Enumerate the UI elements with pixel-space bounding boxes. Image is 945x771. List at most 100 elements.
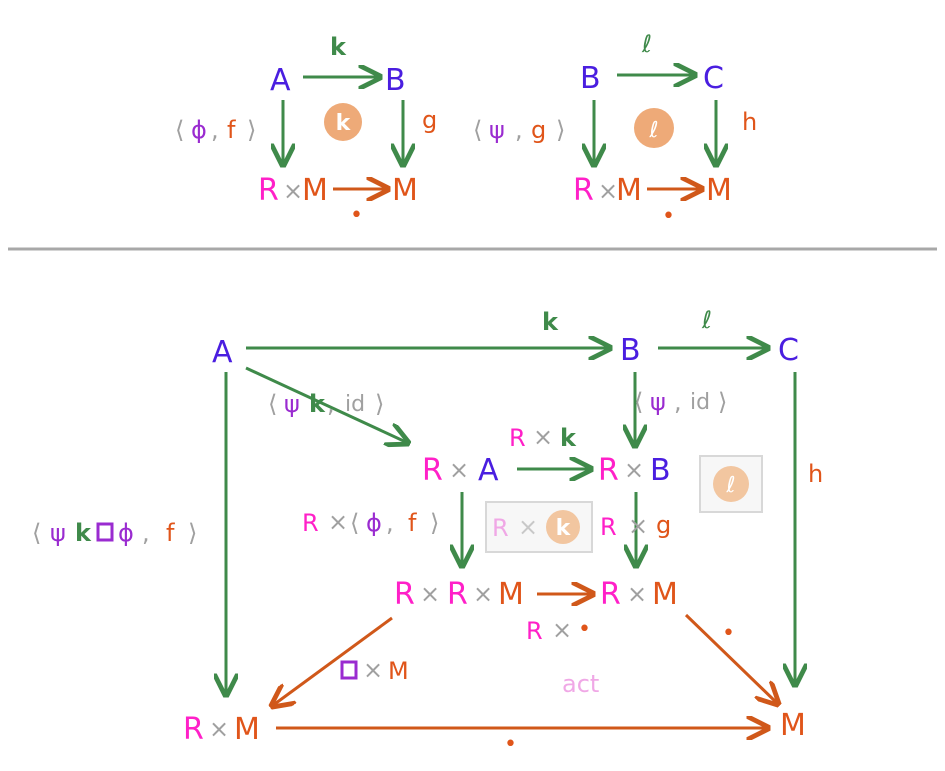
label-Rxg: R × g [600,511,671,541]
object-M: M [498,577,524,612]
object-R: R [600,577,621,612]
cell-label-l: ℓ [725,473,735,498]
arrow-psik-id [245,366,408,443]
pair-close: ⟩ [556,116,565,144]
object-R1: R [394,577,415,612]
action-dot: • [722,621,735,646]
object-A: A [270,63,291,98]
label-Rxk: R × k [509,423,577,452]
top-left-square: A B k ⟨ ϕ , f ⟩ g k R × M M • [175,33,437,228]
label-k: k [309,390,326,418]
label-id: id [345,392,365,417]
object-M: M [652,577,678,612]
times: × [328,508,348,536]
label-phi: ϕ [191,116,207,144]
cell-blob-l [713,466,749,502]
times: × [283,177,303,205]
pair-close: ⟩ [718,388,727,416]
times: × [518,513,538,541]
label-f: f [408,509,417,537]
action-dot: • [504,732,517,757]
object-RxM-mid: R × M [600,577,678,612]
object-M: M [780,708,806,743]
arrow-mult-x-M [272,616,393,706]
object-A: A [212,335,233,370]
object-RxB: R × B [598,453,671,488]
object-R: R [422,453,443,488]
object-R: R [492,514,509,542]
times: × [624,456,644,484]
pair-open: ⟨ [175,116,184,144]
object-R: R [600,513,617,541]
label-k: k [560,424,577,452]
pair-comma: , [327,390,335,418]
object-R2: R [447,577,468,612]
pair-comma: , [142,519,150,547]
times: × [449,456,469,484]
times: × [533,423,553,451]
cell-label-l: ℓ [648,118,658,143]
composite-diagram: A B C k ℓ h ⟨ ψ k , id ⟩ ⟨ ψ , id ⟩ [32,306,823,757]
times: × [363,656,383,684]
times: × [627,580,647,608]
label-k: k [542,308,559,336]
label-psik-box-phi-f: ⟨ ψ k ϕ , f ⟩ [32,519,197,547]
pair-comma: , [211,116,219,144]
action-dot: • [350,203,363,228]
label-Rx-phi-f: R × ⟨ ϕ , f ⟩ [302,508,439,537]
arrow-action-right [684,613,778,704]
label-l: ℓ [701,306,712,334]
object-M2: M [392,173,418,208]
times: × [420,580,440,608]
object-R: R [598,453,619,488]
label-phi: ϕ [118,519,134,547]
mult-box [96,522,114,542]
action-dot: • [578,617,591,642]
object-RxRxM: R × R × M [394,577,524,612]
label-Rx-action: R × • [526,616,591,645]
label-psi-id: ⟨ ψ , id ⟩ [634,388,727,416]
pair-open: ⟨ [268,390,277,418]
label-psi: ψ [284,390,300,418]
label-k: k [330,33,347,61]
object-R: R [526,617,543,645]
object-M: M [302,173,328,208]
label-g: g [422,106,437,134]
object-R: R [573,173,594,208]
label-h: h [742,108,757,136]
pair-comma: , [674,388,682,416]
mult-box [340,660,358,680]
label-g: g [531,116,546,144]
object-A: A [478,453,499,488]
label-mult-x-M: × M [340,656,409,685]
cell-blob-l [634,108,674,148]
object-M: M [388,657,409,685]
cell-label-Rxk: R × k [492,510,580,544]
times: × [552,616,572,644]
label-act: act [562,670,599,698]
object-B: B [385,63,406,98]
label-f: f [166,519,175,547]
action-dot: • [662,204,675,229]
times: × [209,715,229,743]
label-id: id [690,390,710,415]
label-k: k [75,519,92,547]
object-R: R [258,173,279,208]
label-f: f [227,116,236,144]
object-B: B [580,61,601,96]
label-psi: ψ [50,519,66,547]
label-psi: ψ [650,388,666,416]
label-h: h [808,460,823,488]
cell-box-l [699,455,763,513]
pair-open: ⟨ [473,116,482,144]
object-R: R [509,424,526,452]
pair-open: ⟨ [634,388,643,416]
cell-blob-k [324,103,362,141]
pair-close: ⟩ [188,519,197,547]
label-l: ℓ [641,30,652,58]
object-RxM-bottom: R × M [183,712,260,747]
pair-open: ⟨ [32,519,41,547]
cell-label-k: k [336,111,352,136]
cell-blob-k [546,510,580,544]
